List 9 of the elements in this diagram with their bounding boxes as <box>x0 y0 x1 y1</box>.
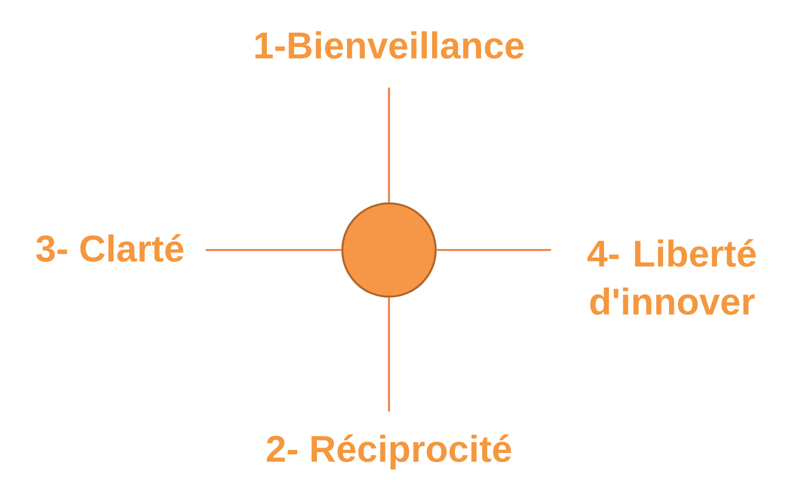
center-circle <box>341 202 437 298</box>
text-label: 1-Bienveillance <box>255 31 524 59</box>
text-label: 4- Liberté d'innover <box>588 239 756 315</box>
connector-line <box>388 88 390 202</box>
connector-line <box>436 249 552 251</box>
connector-line <box>388 298 390 412</box>
text-label: 2- Réciprocité <box>266 434 512 470</box>
connector-line <box>206 249 342 251</box>
text-label: 3- Clarté <box>36 234 184 262</box>
